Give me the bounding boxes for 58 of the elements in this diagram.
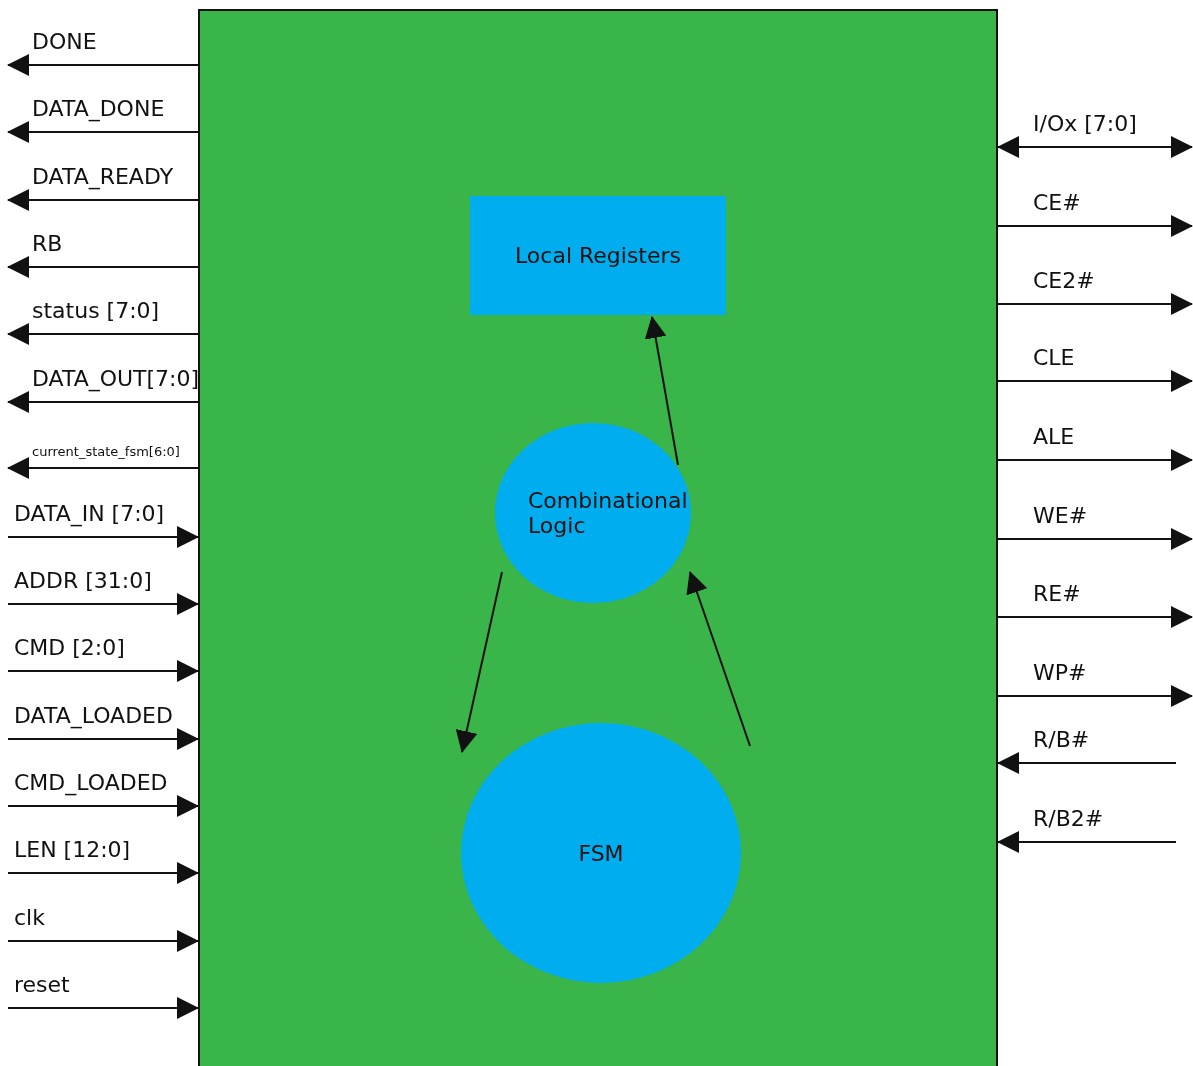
arrow [7,323,199,345]
arrow [7,795,199,817]
signal-label: DATA_OUT[7:0] [32,366,200,393]
signal-label: WP# [1033,660,1087,687]
signal-label: current_state_fsm[6:0] [32,444,180,460]
signal-label: ADDR [31:0] [14,568,152,595]
arrow [997,528,1193,550]
arrow [997,136,1193,158]
signal-label: DATA_READY [32,164,174,191]
arrow [997,685,1193,707]
signal-label: DATA_DONE [32,96,165,123]
arrow [7,391,199,413]
arrow [7,457,199,479]
signal-label: DONE [32,29,97,56]
arrow [7,593,199,615]
arrow [7,54,199,76]
signal-label: DATA_LOADED [14,703,173,730]
signal-label: WE# [1033,503,1088,530]
block-label: Combinational Logic [528,488,688,538]
signal-label: RB [32,231,63,258]
block-label: FSM [578,840,624,866]
signal-label: CMD [2:0] [14,635,125,662]
arrow [7,862,199,884]
arrow [997,215,1193,237]
signal-label: status [7:0] [32,298,160,325]
signal-label: R/B2# [1033,806,1104,833]
arrow [997,606,1193,628]
signal-label: CMD_LOADED [14,770,168,797]
signal-label: ALE [1033,424,1075,451]
signal-label: RE# [1033,581,1081,608]
block-label: Local Registers [514,243,682,268]
arrow [7,256,199,278]
signal-label: CE# [1033,190,1081,217]
arrow [7,189,199,211]
arrow [7,526,199,548]
register-block [470,196,726,315]
signal-label: LEN [12:0] [14,837,131,864]
arrow [7,930,199,952]
arrow [7,660,199,682]
signal-label: DATA_IN [7:0] [14,501,165,528]
signal-label: CLE [1033,345,1075,372]
arrow [7,728,199,750]
arrow [997,293,1193,315]
module-block [198,9,998,1066]
arrow [997,752,1177,774]
arrow [644,316,679,466]
signal-label: I/Ox [7:0] [1033,111,1137,138]
arrow [997,831,1177,853]
signal-label: reset [14,972,70,999]
arrow [686,571,751,747]
signal-label: R/B# [1033,727,1090,754]
arrow [997,449,1193,471]
signal-label: CE2# [1033,268,1095,295]
arrow [7,121,199,143]
signal-label: clk [14,905,45,932]
arrow [7,997,199,1019]
arrow [455,571,503,753]
arrow [997,370,1193,392]
